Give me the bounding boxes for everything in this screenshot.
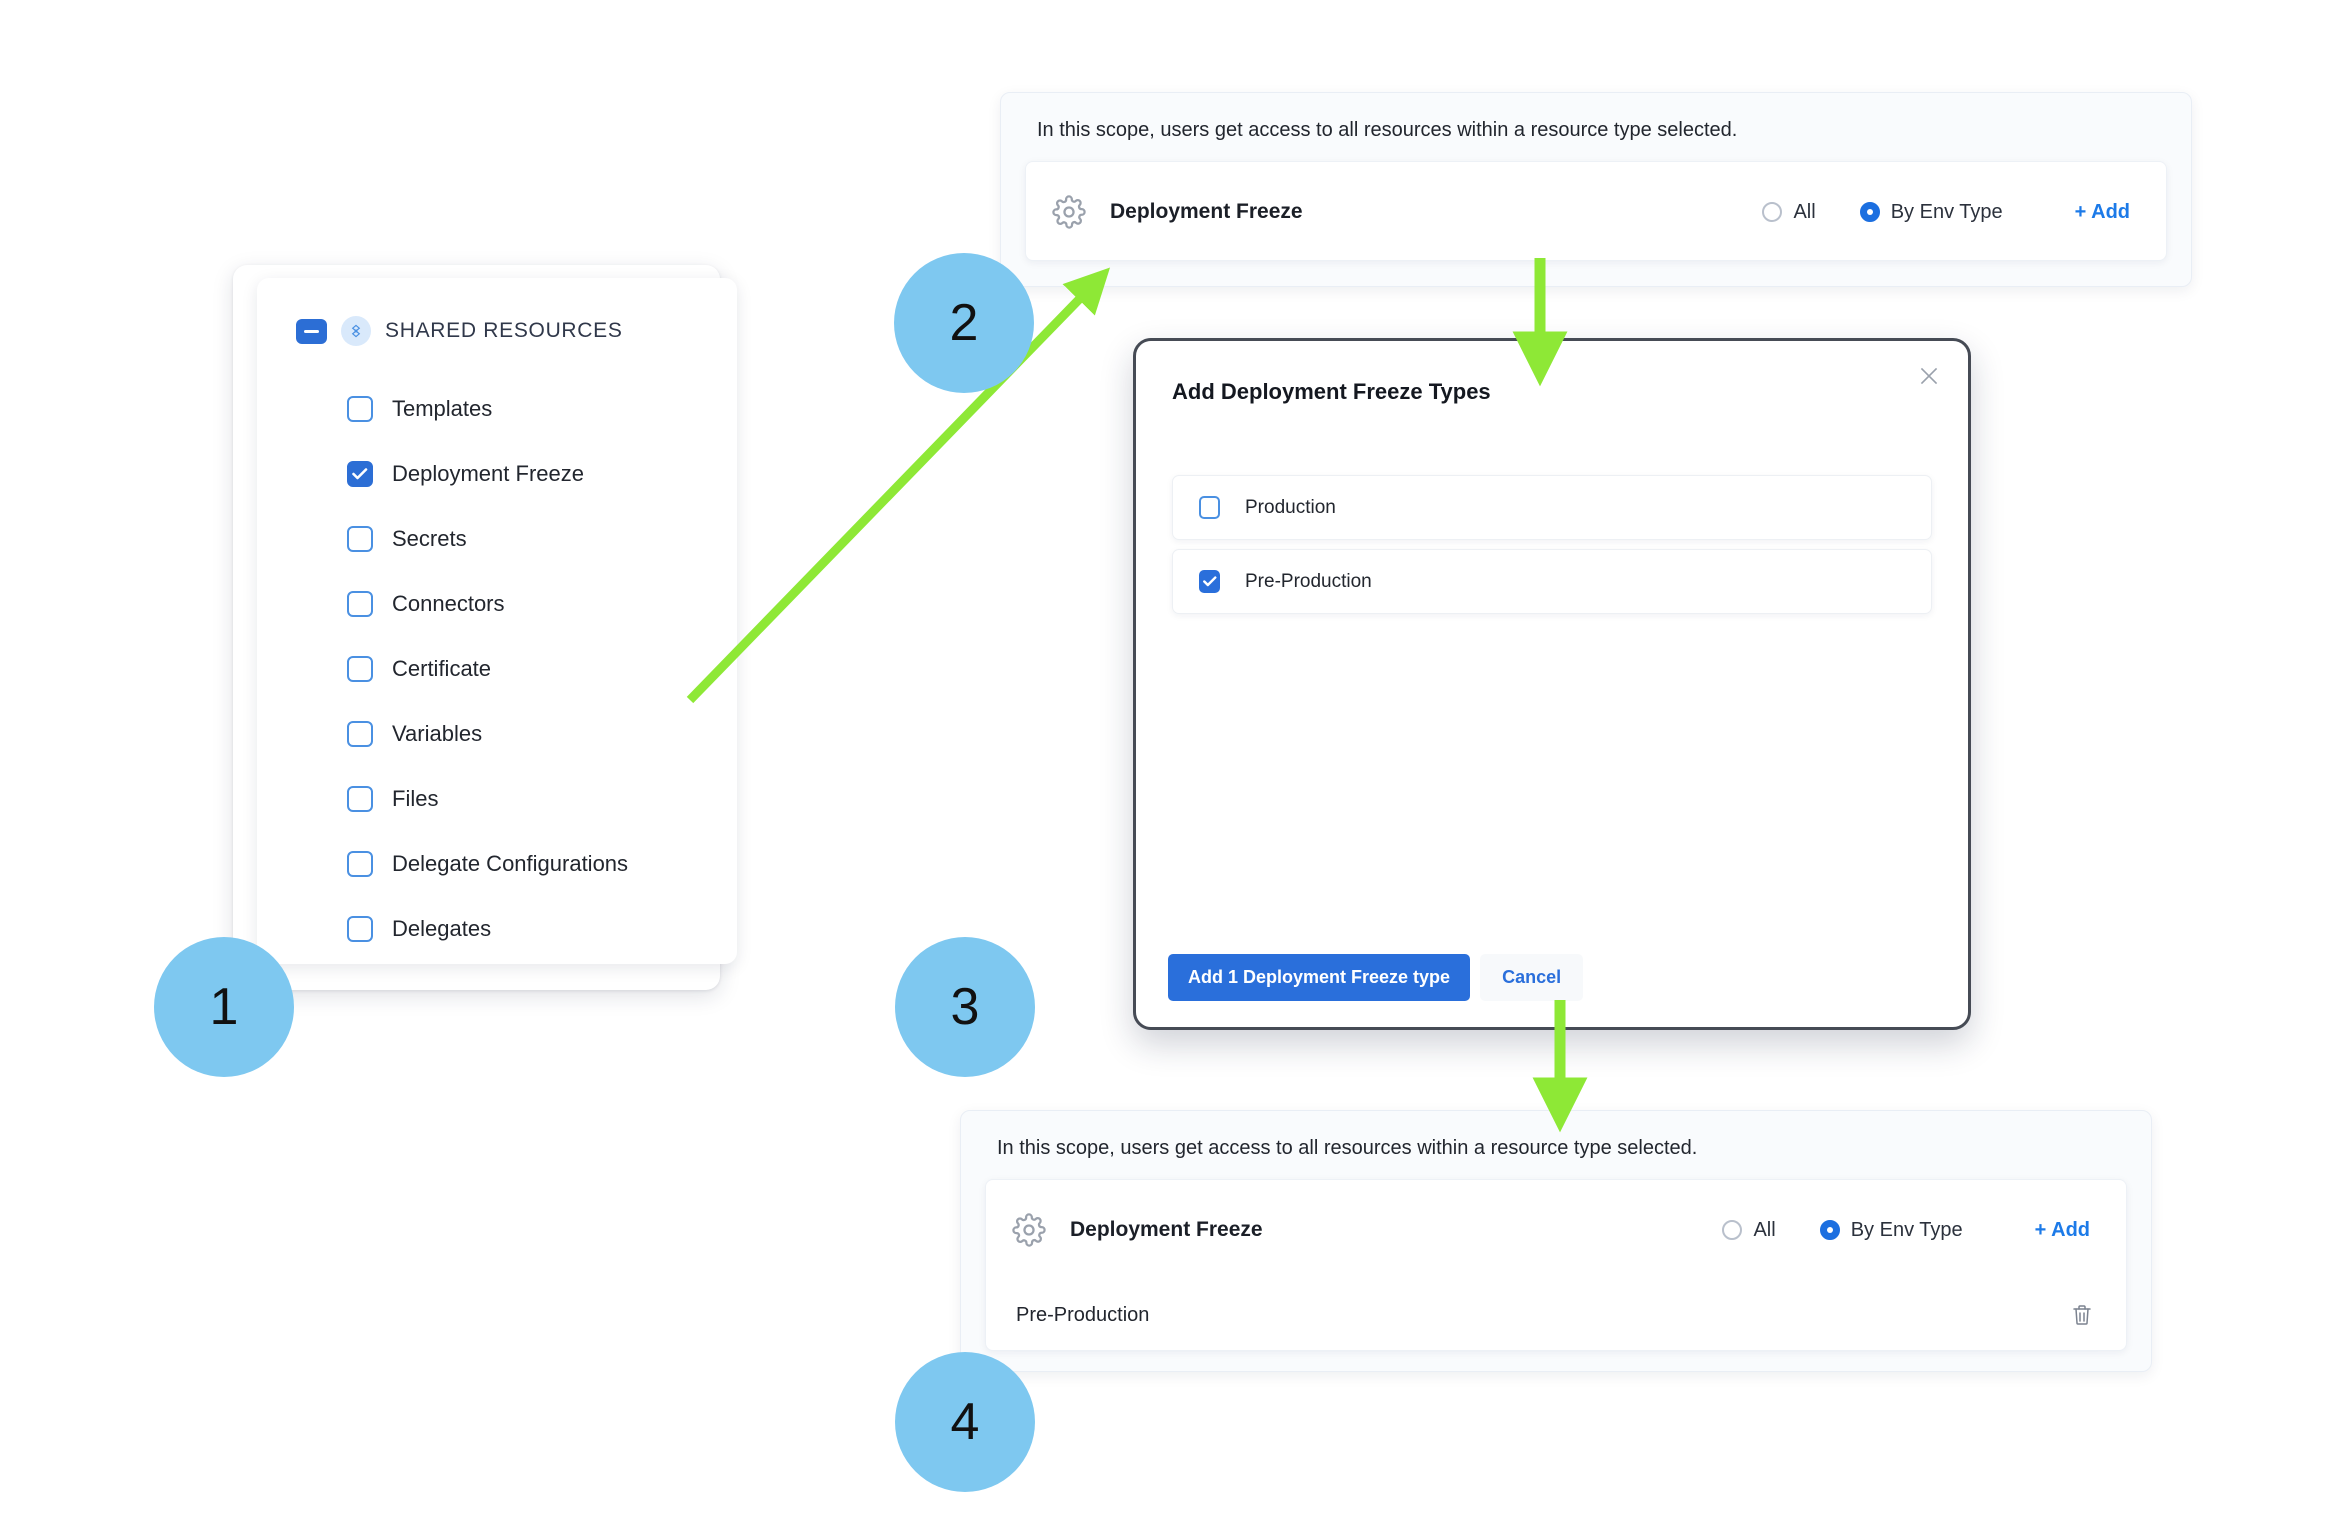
resource-label: Delegate Configurations [392,850,629,876]
scope-panel-before: In this scope, users get access to all r… [1000,92,2192,287]
radio-option-by-env-type[interactable]: By Env Type [1859,200,2003,224]
selected-item-row: Pre-Production [1014,1280,2098,1352]
shared-resources-card: SHARED RESOURCES Templates Deployment Fr… [257,278,737,964]
scope-resource-card: Deployment Freeze All By Env Type + Add [1025,161,2167,261]
step-badge-3: 3 [895,937,1035,1077]
checkbox-secrets[interactable] [347,525,373,552]
checkbox-certificate[interactable] [347,655,373,682]
resource-label: Variables [392,720,483,746]
add-deployment-freeze-types-modal: Add Deployment Freeze Types Production P… [1133,338,1971,1030]
radio-label: All [1793,200,1816,223]
resource-row-templates[interactable]: Templates [257,376,737,441]
modal-title: Add Deployment Freeze Types [1172,379,1491,404]
checkbox-templates[interactable] [347,395,373,422]
add-link[interactable]: + Add [2074,200,2130,223]
scope-resource-name: Deployment Freeze [1070,1218,1263,1241]
radio-option-all[interactable]: All [1762,200,1816,224]
radio-by-env-type[interactable] [1859,202,1880,222]
trash-icon[interactable] [2070,1302,2096,1330]
radio-all[interactable] [1762,202,1783,222]
checkbox-production[interactable] [1199,496,1220,519]
resource-row-secrets[interactable]: Secrets [257,506,737,571]
modal-option-label: Pre-Production [1245,570,1372,592]
resource-row-deployment-freeze[interactable]: Deployment Freeze [257,441,737,506]
shared-resources-header[interactable]: SHARED RESOURCES [257,316,737,346]
add-link[interactable]: + Add [2034,1218,2090,1241]
minus-icon[interactable] [296,318,327,344]
resource-label: Files [392,785,439,811]
checkbox-connectors[interactable] [347,590,373,617]
modal-option-pre-production[interactable]: Pre-Production [1172,549,1932,614]
resource-label: Delegates [392,915,492,941]
close-icon[interactable] [1916,363,1942,389]
step-badge-2: 2 [894,253,1034,393]
radio-all[interactable] [1722,1220,1743,1240]
radio-label: By Env Type [1850,1218,1963,1241]
checkbox-files[interactable] [347,785,373,812]
resource-row-certificate[interactable]: Certificate [257,636,737,701]
checkbox-delegates[interactable] [347,915,373,942]
modal-option-label: Production [1245,496,1336,518]
radio-option-by-env-type[interactable]: By Env Type [1819,1218,1963,1242]
checkbox-pre-production[interactable] [1199,570,1220,593]
checkbox-delegate-configurations[interactable] [347,850,373,877]
resource-label: Certificate [392,655,492,681]
checkbox-deployment-freeze[interactable] [347,460,373,487]
scope-note: In this scope, users get access to all r… [997,1137,1698,1159]
cancel-button[interactable]: Cancel [1480,954,1584,1001]
resource-label: Secrets [392,525,467,551]
scope-note: In this scope, users get access to all r… [1037,119,1738,141]
modal-footer: Add 1 Deployment Freeze type Cancel [1168,954,1584,1001]
gear-icon [1012,1213,1046,1247]
radio-by-env-type[interactable] [1819,1220,1840,1240]
scope-resource-card: Deployment Freeze All By Env Type + Add … [985,1179,2127,1352]
scope-panel-after: In this scope, users get access to all r… [960,1110,2152,1372]
scope-resource-row: Deployment Freeze All By Env Type + Add [1026,162,2166,262]
checkbox-variables[interactable] [347,720,373,747]
shared-resources-icon [341,316,371,346]
selected-item-label: Pre-Production [1016,1304,1150,1326]
step-badge-4: 4 [895,1352,1035,1492]
resource-row-delegate-configurations[interactable]: Delegate Configurations [257,831,737,896]
radio-label: All [1753,1218,1776,1241]
resource-label: Templates [392,395,493,421]
modal-option-production[interactable]: Production [1172,475,1932,540]
radio-option-all[interactable]: All [1722,1218,1776,1242]
scope-resource-row: Deployment Freeze All By Env Type + Add [986,1180,2126,1280]
add-freeze-types-button[interactable]: Add 1 Deployment Freeze type [1168,954,1471,1001]
shared-resources-title: SHARED RESOURCES [385,319,623,342]
resource-row-connectors[interactable]: Connectors [257,571,737,636]
gear-icon [1052,195,1086,229]
resource-row-variables[interactable]: Variables [257,701,737,766]
resource-row-delegates[interactable]: Delegates [257,896,737,961]
scope-resource-name: Deployment Freeze [1110,200,1303,223]
arrow-step1-to-step2 [686,267,1111,704]
resource-label: Deployment Freeze [392,460,584,486]
radio-label: By Env Type [1890,200,2003,223]
resource-label: Connectors [392,590,505,616]
resource-row-files[interactable]: Files [257,766,737,831]
step-badge-1: 1 [154,937,294,1077]
